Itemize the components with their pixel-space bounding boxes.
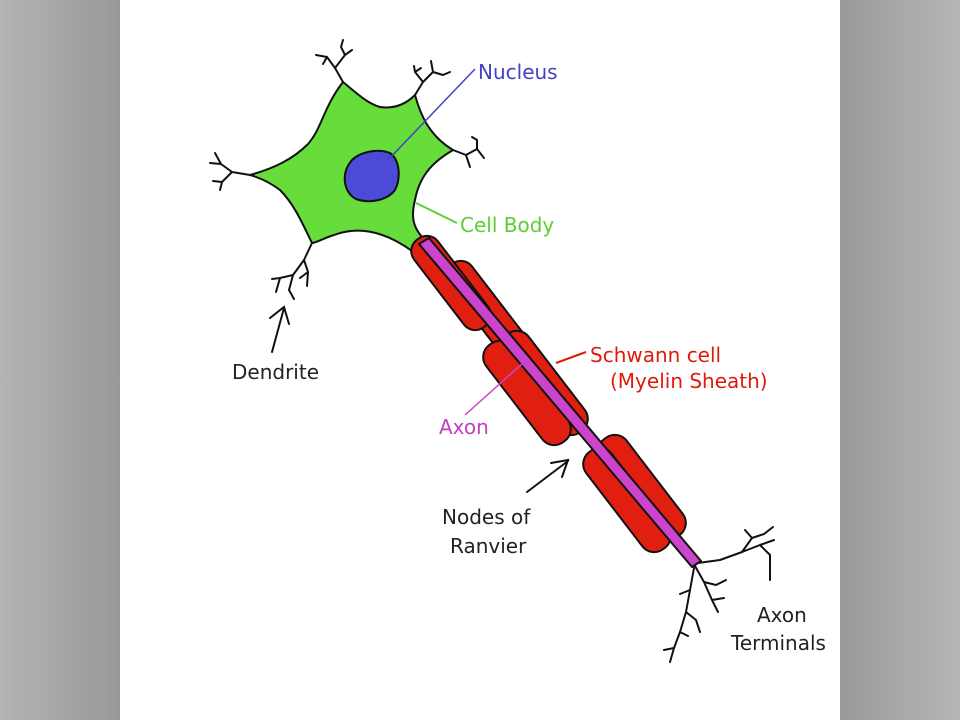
axon <box>418 237 702 568</box>
dendrite-top-left <box>315 39 353 83</box>
axon-leader <box>464 362 524 416</box>
axon-terminal-left <box>663 567 701 663</box>
right-gray-margin <box>840 0 960 720</box>
nodes-of-ranvier-label-line2: Ranvier <box>450 534 527 558</box>
arrow-up-icon <box>269 305 290 353</box>
nucleus-label: Nucleus <box>478 60 558 84</box>
axon-label: Axon <box>439 415 489 439</box>
axon-terminals <box>663 526 775 663</box>
schwann-leader <box>555 351 587 364</box>
axon-terminal-bottom <box>694 565 727 613</box>
myelin-sheath-label: (Myelin Sheath) <box>610 369 768 393</box>
axon-terminal-right <box>697 526 775 581</box>
cell-body-leader <box>415 202 458 224</box>
dendrites <box>209 39 485 300</box>
nucleus-leader <box>387 68 476 161</box>
slide-canvas <box>120 0 840 720</box>
arrow-up-right-icon <box>526 458 570 493</box>
left-gray-margin <box>0 0 120 720</box>
dendrite-right <box>452 136 485 168</box>
cell-body-label: Cell Body <box>460 213 554 237</box>
dendrite-left <box>209 152 251 191</box>
axon-terminals-label-line2: Terminals <box>730 631 826 655</box>
nodes-of-ranvier-label-line1: Nodes of <box>442 505 531 529</box>
nucleus <box>343 149 400 203</box>
dendrite-bottom-left <box>271 242 313 300</box>
dendrite-label: Dendrite <box>232 360 319 384</box>
dendrite-top-right <box>413 60 451 96</box>
schwann-cell-label: Schwann cell <box>590 343 721 367</box>
axon-terminals-label-line1: Axon <box>757 603 807 627</box>
